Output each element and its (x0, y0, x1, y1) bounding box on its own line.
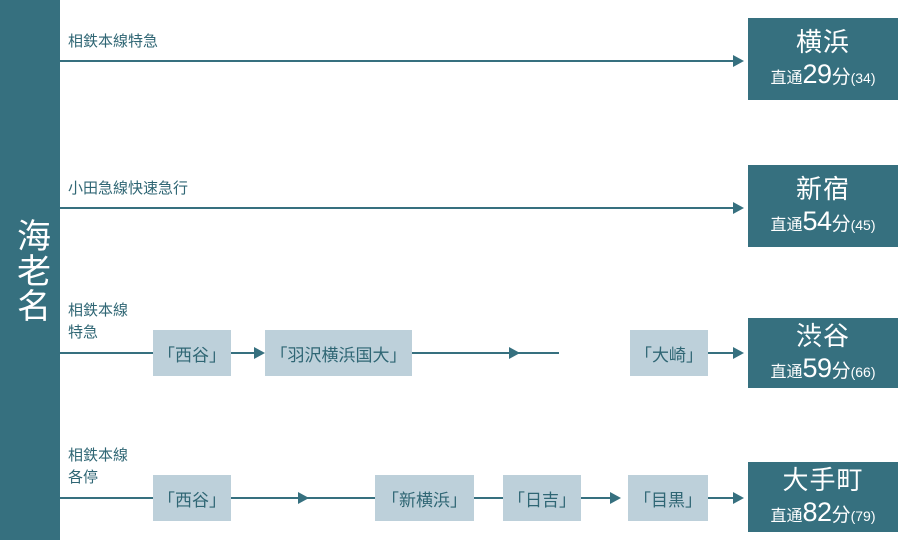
route-arrow-otemachi-1 (298, 492, 309, 504)
route-arrow-shibuya-3 (733, 347, 744, 359)
station-chip-osaki[interactable]: 「大崎」 (630, 330, 708, 376)
destination-time-prefix: 直通 (770, 364, 803, 382)
destination-time-alt: (79) (850, 508, 876, 525)
destination-box-otemachi[interactable]: 大手町 直通 82 分 (79) (748, 462, 898, 532)
destination-time-unit: 分 (831, 505, 851, 527)
destination-time-unit: 分 (831, 214, 851, 236)
route-arrow-shibuya-2 (509, 347, 520, 359)
route-label-shibuya: 相鉄本線 特急 (68, 302, 129, 341)
destination-time-unit: 分 (831, 67, 851, 89)
station-chip-hiyoshi[interactable]: 「日吉」 (503, 475, 581, 521)
destination-box-shinjuku[interactable]: 新宿 直通 54 分 (45) (748, 165, 898, 247)
route-arrow-otemachi-4 (733, 492, 744, 504)
destination-time-minutes: 29 (802, 59, 833, 90)
destination-time-minutes: 82 (802, 497, 833, 528)
route-label-shinjuku: 小田急線快速急行 (68, 180, 189, 197)
destination-time-prefix: 直通 (770, 217, 803, 235)
destination-name-otemachi: 大手町 (782, 464, 864, 495)
origin-band (0, 0, 60, 540)
destination-box-shibuya[interactable]: 渋谷 直通 59 分 (66) (748, 318, 898, 388)
route-line-shinjuku (60, 207, 733, 209)
route-arrow-shinjuku (733, 202, 744, 214)
destination-box-yokohama[interactable]: 横浜 直通 29 分 (34) (748, 18, 898, 100)
route-arrow-otemachi-3 (610, 492, 621, 504)
destination-time-unit: 分 (831, 361, 851, 383)
station-chip-shin-yokohama[interactable]: 「新横浜」 (375, 475, 474, 521)
route-segment-shibuya-2 (231, 352, 254, 354)
destination-time-yokohama: 直通 29 分 (34) (771, 59, 876, 90)
destination-name-shibuya: 渋谷 (795, 320, 850, 351)
route-segment-otemachi-5 (708, 497, 733, 499)
destination-name-shinjuku: 新宿 (795, 173, 850, 204)
destination-time-prefix: 直通 (770, 508, 803, 526)
route-line-yokohama (60, 60, 733, 62)
station-chip-nishiya-otemachi[interactable]: 「西谷」 (153, 475, 231, 521)
route-segment-shibuya-1 (60, 352, 153, 354)
station-chip-hazawa-yokohama-kokudai[interactable]: 「羽沢横浜国大」 (265, 330, 412, 376)
destination-time-minutes: 59 (802, 353, 833, 384)
destination-time-otemachi: 直通 82 分 (79) (771, 497, 876, 528)
destination-time-alt: (66) (850, 364, 876, 381)
route-label-yokohama: 相鉄本線特急 (68, 33, 159, 50)
destination-time-shinjuku: 直通 54 分 (45) (771, 206, 876, 237)
destination-time-prefix: 直通 (770, 70, 803, 88)
origin-station-label: 海老名 (11, 217, 50, 323)
destination-time-shibuya: 直通 59 分 (66) (771, 353, 876, 384)
destination-time-alt: (34) (850, 70, 876, 87)
route-segment-shibuya-5 (708, 352, 733, 354)
route-arrow-yokohama (733, 55, 744, 67)
route-segment-otemachi-1 (60, 497, 153, 499)
destination-time-minutes: 54 (802, 206, 833, 237)
route-label-otemachi: 相鉄本線 各停 (68, 447, 129, 486)
destination-name-yokohama: 横浜 (795, 26, 850, 57)
destination-time-alt: (45) (850, 217, 876, 234)
route-segment-shibuya-4 (412, 352, 559, 354)
route-arrow-shibuya-1 (254, 347, 265, 359)
station-chip-nishiya-shibuya[interactable]: 「西谷」 (153, 330, 231, 376)
station-chip-meguro[interactable]: 「目黒」 (628, 475, 708, 521)
route-segment-otemachi-4 (581, 497, 610, 499)
route-segment-otemachi-3 (474, 497, 503, 499)
